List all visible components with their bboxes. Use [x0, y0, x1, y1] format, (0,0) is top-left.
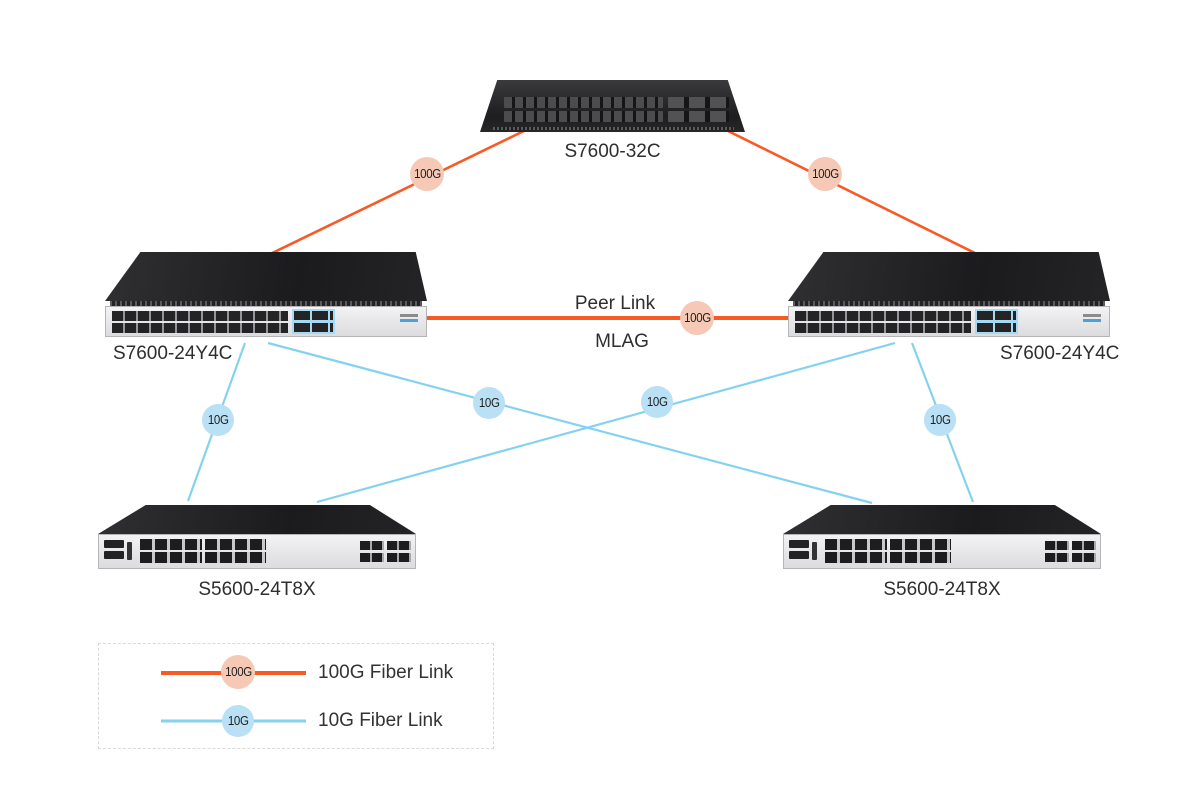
speed-badge-10g: 10G [924, 404, 956, 436]
agg-left-chassis-top [105, 252, 427, 301]
agg-right-front-panel [788, 306, 1110, 337]
speed-badge-100g: 100G [808, 157, 842, 191]
legend-box: 100G 100G Fiber Link 10G 10G Fiber Link [98, 643, 494, 749]
sfp28-port-rows [795, 311, 972, 335]
speed-badge-100g: 100G [221, 655, 255, 689]
speed-badge-text: 10G [478, 396, 500, 410]
speed-badge-10g: 10G [202, 404, 234, 436]
qsfp-uplink-block [974, 309, 1018, 334]
device-agg-right-switch [788, 252, 1110, 340]
speed-badge-text: 100G [224, 665, 252, 679]
management-port-block [788, 540, 818, 562]
device-core-switch [480, 80, 745, 132]
device-access-right-switch [783, 505, 1101, 570]
rj45-port-group-2 [889, 539, 952, 565]
qsfp28-port-block [503, 97, 663, 125]
access-left-front-panel [98, 534, 416, 569]
rj45-port-group-1 [825, 539, 887, 565]
core-switch-chassis [480, 80, 745, 132]
sfp-plus-group-1 [1044, 541, 1070, 564]
speed-badge-100g: 100G [680, 301, 714, 335]
speed-badge-10g: 10G [641, 386, 673, 418]
sfp-plus-group-1 [359, 541, 385, 564]
access-right-front-panel [783, 534, 1101, 569]
vendor-logo [1083, 314, 1101, 322]
speed-badge-10g: 10G [222, 705, 254, 737]
sfp-plus-group-2 [386, 541, 412, 564]
rj45-port-group-1 [140, 539, 202, 565]
legend-100g-label: 100G Fiber Link [318, 662, 454, 683]
management-port-block [103, 540, 133, 562]
qsfp-uplink-block [291, 309, 335, 334]
agg-right-switch-label: S7600-24Y4C [1000, 343, 1120, 364]
peer-link-label: Peer Link [574, 293, 656, 314]
access-right-switch-label: S5600-24T8X [883, 579, 1001, 600]
access-right-chassis-top [783, 505, 1101, 534]
agg-left-front-panel [105, 306, 427, 337]
usb-port [812, 542, 818, 560]
speed-badge-10g: 10G [473, 387, 505, 419]
vent-strip [109, 301, 423, 306]
link-core-to-agg-right [721, 126, 986, 260]
vendor-logo [400, 314, 418, 322]
device-access-left-switch [98, 505, 416, 570]
speed-badge-text: 100G [683, 311, 711, 325]
sfp-plus-group-2 [1071, 541, 1097, 564]
legend-10g-label: 10G Fiber Link [318, 710, 443, 731]
device-agg-left-switch [105, 252, 427, 340]
link-core-to-agg-left [261, 126, 531, 260]
speed-badge-text: 10G [227, 714, 249, 728]
usb-port [127, 542, 133, 560]
speed-badge-text: 10G [646, 395, 668, 409]
agg-left-switch-label: S7600-24Y4C [113, 343, 233, 364]
core-switch-label: S7600-32C [564, 141, 661, 162]
legend-row-10g: 10G 10G Fiber Link [99, 704, 493, 738]
speed-badge-text: 10G [929, 413, 951, 427]
speed-badge-text: 10G [207, 413, 229, 427]
access-left-switch-label: S5600-24T8X [198, 579, 316, 600]
core-switch-port-grid [503, 97, 730, 125]
speed-badge-text: 100G [811, 167, 839, 181]
uplink-port-block [667, 97, 730, 125]
vent-strip [792, 301, 1106, 306]
sfp28-port-rows [112, 311, 289, 335]
speed-badge-text: 100G [413, 167, 441, 181]
vent-strip [493, 127, 735, 130]
link-agg-right-to-access-left [316, 341, 896, 504]
agg-right-chassis-top [788, 252, 1110, 301]
rj45-port-group-2 [204, 539, 267, 565]
legend-row-100g: 100G 100G Fiber Link [99, 655, 493, 690]
speed-badge-100g: 100G [410, 157, 444, 191]
access-left-chassis-top [98, 505, 416, 534]
link-agg-left-to-access-right [267, 341, 873, 505]
mlag-label: MLAG [595, 331, 649, 352]
